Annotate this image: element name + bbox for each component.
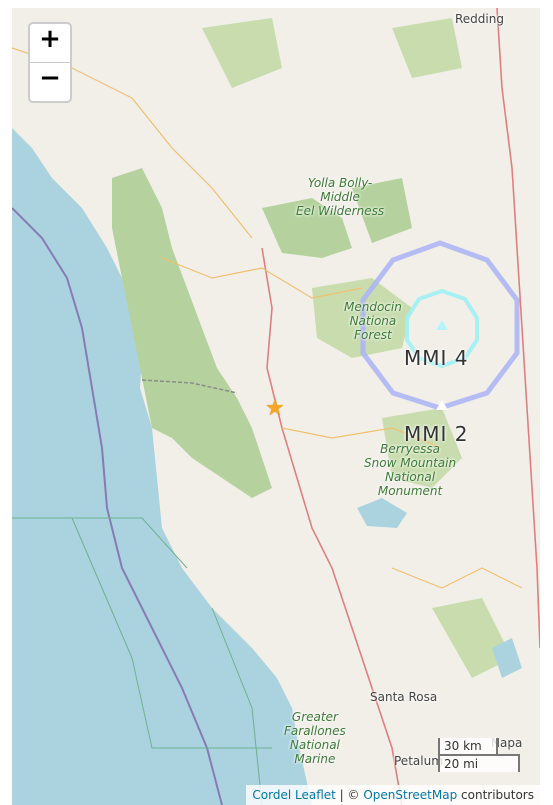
park-greater-farallones: Greater Farallones National Marine: [284, 710, 346, 766]
mmi2-contour: [405, 288, 479, 369]
park-berryessa: Berryessa Snow Mountain National Monumen…: [364, 442, 457, 498]
zoom-control: + −: [28, 22, 72, 103]
forest-yolla: [262, 198, 352, 258]
mmi4-label: MMI 4: [404, 346, 469, 370]
map-canvas[interactable]: + − Redding Santa Rosa Petalum Napa Yoll…: [12, 8, 540, 805]
forest-coastal: [112, 168, 272, 498]
city-petaluma: Petalum: [394, 754, 443, 768]
scale-mi: 20 mi: [438, 754, 520, 772]
highway-5: [496, 8, 540, 649]
county-border: [141, 379, 238, 394]
leaflet-link[interactable]: Leaflet: [295, 788, 336, 802]
highway-101: [261, 247, 403, 805]
city-redding: Redding: [455, 12, 504, 26]
city-napa: Napa: [491, 736, 523, 750]
forest-berryessa: [382, 408, 462, 488]
ocean-area: [12, 128, 312, 805]
mmi2-label: MMI 2: [404, 422, 469, 446]
map-tiles: [12, 8, 540, 805]
zoom-in-button[interactable]: +: [39, 24, 61, 54]
lake: [357, 498, 407, 528]
attribution: Cordel Leaflet | © OpenStreetMap contrib…: [246, 785, 540, 805]
city-santa-rosa: Santa Rosa: [370, 690, 438, 704]
park-mendocino: Mendocin Nationa Forest: [344, 300, 402, 342]
cordel-link[interactable]: Cordel: [252, 788, 292, 802]
star-icon[interactable]: ★: [265, 396, 285, 421]
osm-link[interactable]: OpenStreetMap: [363, 788, 458, 802]
park-yolla-bolly: Yolla Bolly- Middle Eel Wilderness: [296, 176, 385, 218]
scale-bar: 30 km 20 mi: [438, 738, 520, 772]
zoom-out-button[interactable]: −: [30, 62, 70, 101]
